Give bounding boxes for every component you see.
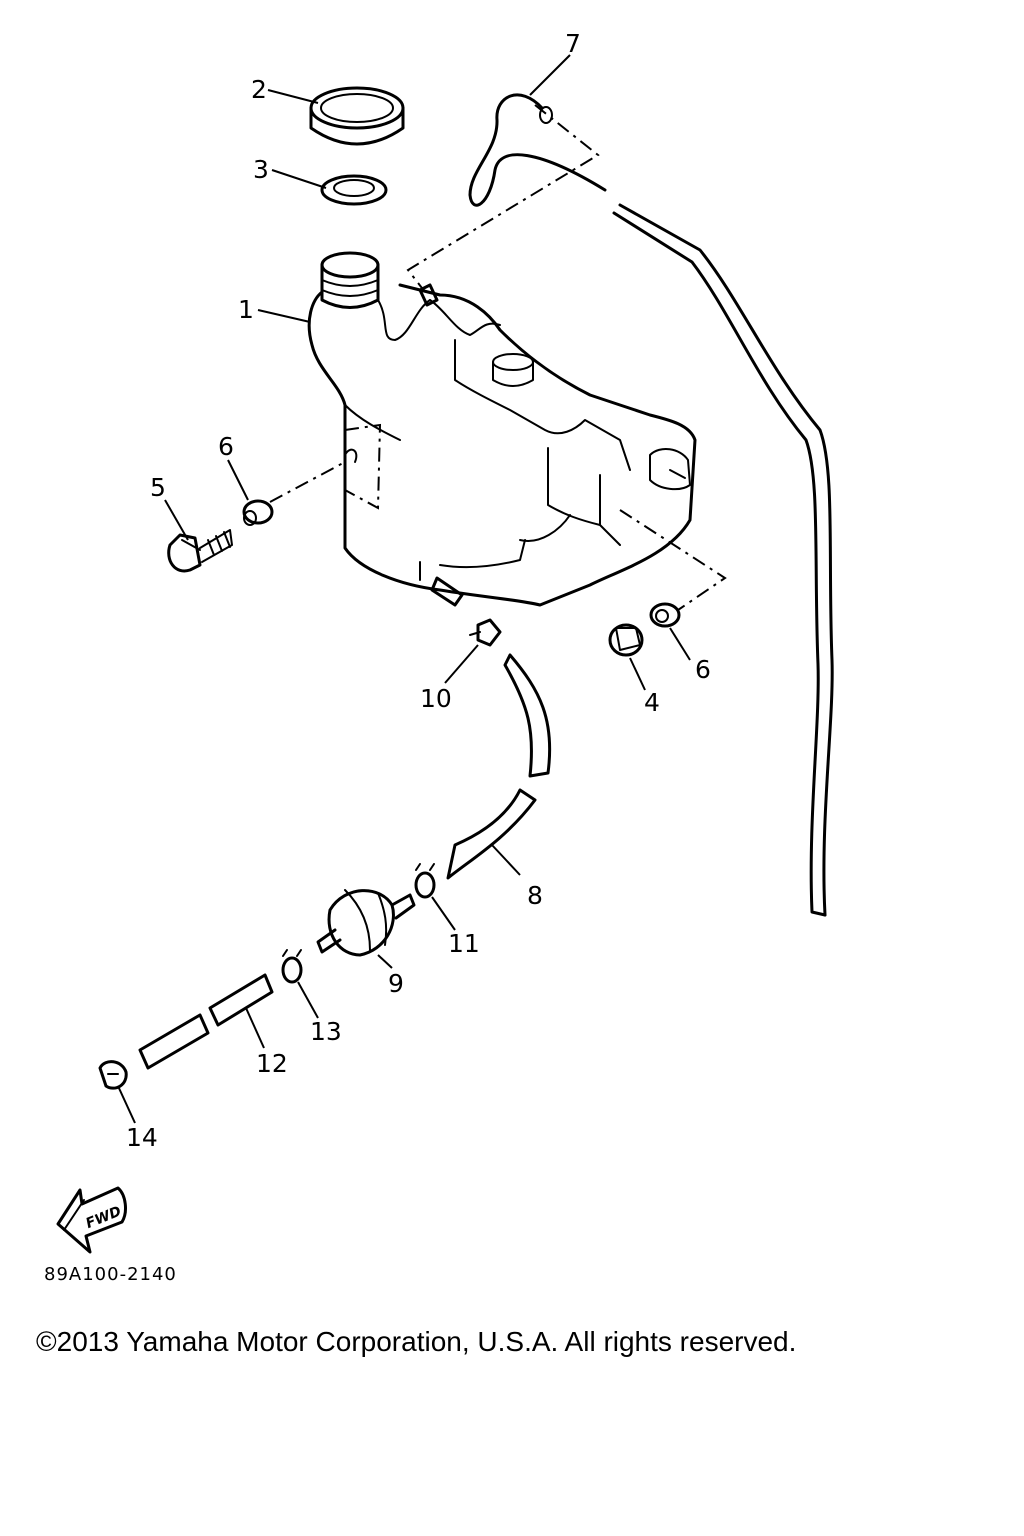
part-reservoir-tank: [307, 251, 697, 607]
callout-12: 12: [256, 1049, 288, 1078]
part-cap: [309, 86, 405, 146]
part-bolt: [167, 529, 233, 573]
part-hose-lower: [138, 973, 274, 1070]
part-clip-lower: [281, 949, 303, 984]
copyright-text: ©2013 Yamaha Motor Corporation, U.S.A. A…: [36, 1326, 797, 1357]
callout-8: 8: [527, 881, 543, 910]
callout-3: 3: [253, 155, 269, 184]
part-clip-upper: [414, 863, 436, 899]
callout-13: 13: [310, 1017, 342, 1046]
callout-6-left: 6: [218, 432, 234, 461]
callout-5: 5: [150, 473, 166, 502]
diagram-code: 89A100-2140: [44, 1264, 177, 1285]
callout-4: 4: [644, 688, 660, 717]
part-overflow-hose: [468, 93, 834, 917]
part-grommet: [608, 623, 644, 657]
part-collar-right: [649, 602, 681, 628]
part-hose: [446, 653, 552, 880]
callout-6-right: 6: [695, 655, 711, 684]
part-filter: [316, 889, 416, 957]
leader-lines: [117, 54, 691, 1124]
callout-7: 7: [565, 29, 581, 58]
callout-9: 9: [388, 969, 404, 998]
callout-14: 14: [126, 1123, 158, 1152]
callout-11: 11: [448, 929, 480, 958]
part-gasket: [320, 174, 388, 206]
part-collar-left: [242, 499, 274, 526]
part-clamp-upper: [469, 618, 502, 647]
assembly-lines: [269, 104, 727, 611]
part-clamp-lower: [98, 1060, 128, 1090]
callout-1: 1: [238, 295, 254, 324]
callout-2: 2: [251, 75, 267, 104]
fwd-arrow-icon: FWD: [56, 1186, 127, 1254]
callout-10: 10: [420, 684, 452, 713]
